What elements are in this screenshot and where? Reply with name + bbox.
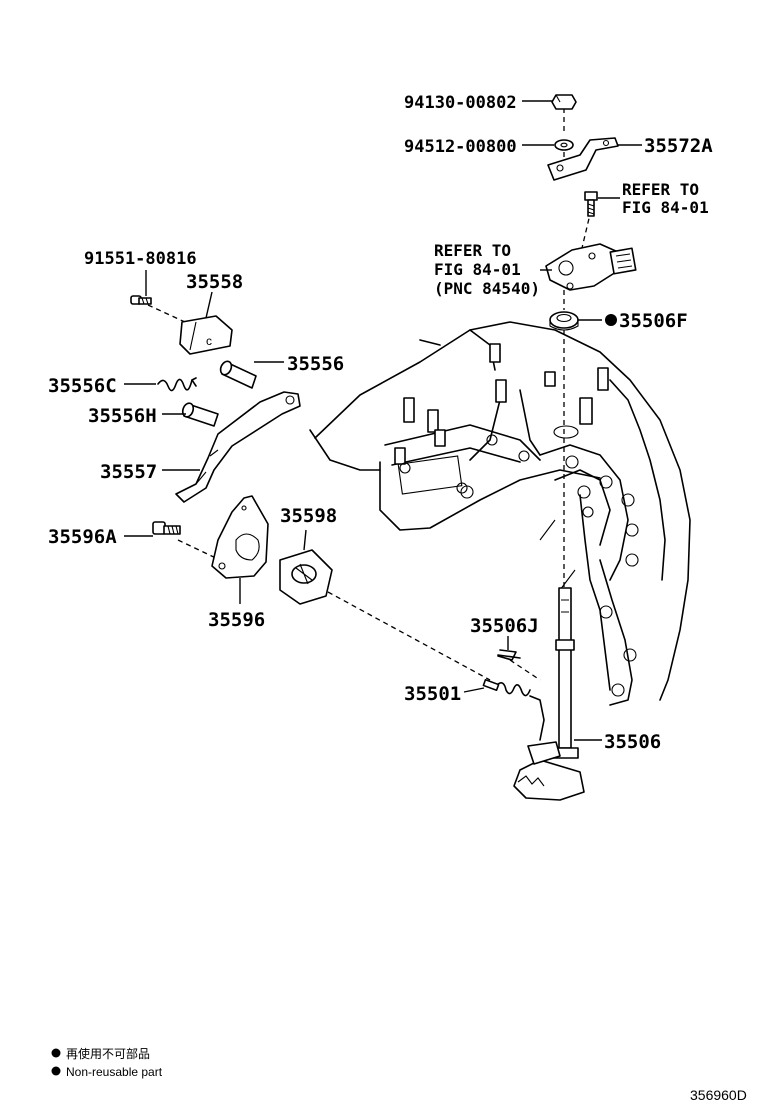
label-35556H: 35556H [88, 405, 157, 427]
non-reusable-mark-icon [605, 314, 617, 326]
label-fig-84-01-2: FIG 84-01 [434, 260, 521, 279]
label-35556: 35556 [287, 353, 344, 375]
spring-pin-35506J [497, 649, 521, 661]
detent-plate-35596 [211, 495, 269, 579]
bolt-91551-80816 [130, 295, 152, 305]
label-35501: 35501 [404, 683, 461, 705]
nut-94130-00802 [551, 94, 577, 110]
legend: 再使用不可部品 Non-reusable part [51, 1046, 163, 1079]
label-refer-to-1: REFER TO [622, 180, 699, 199]
shaft-35506 [513, 587, 585, 801]
lever-35572A [547, 137, 619, 181]
label-35557: 35557 [100, 461, 157, 483]
lever-35557 [175, 391, 301, 503]
legend-bullet-icon [51, 1048, 61, 1058]
label-35556C: 35556C [48, 375, 117, 397]
label-35596A: 35596A [48, 526, 117, 548]
legend-bullet-icon [51, 1066, 61, 1076]
label-35572A: 35572A [644, 135, 713, 157]
label-35598: 35598 [280, 505, 337, 527]
figure-number: 356960D [690, 1087, 747, 1103]
svg-text:c: c [206, 334, 212, 348]
label-35506: 35506 [604, 731, 661, 753]
collar-35598 [279, 549, 333, 605]
rod-35501 [482, 678, 545, 741]
label-fig-84-01-1: FIG 84-01 [622, 198, 709, 217]
leader-lines [124, 100, 642, 741]
label-94512-00800: 94512-00800 [404, 137, 517, 157]
cover-35558: c [179, 315, 233, 355]
label-35558: 35558 [186, 271, 243, 293]
label-35506J: 35506J [470, 615, 539, 637]
pin-35556H [181, 402, 219, 427]
neutral-start-switch [545, 243, 637, 291]
label-pnc-84540: (PNC 84540) [434, 279, 540, 298]
spring-35556C [157, 377, 197, 392]
assembly-axis-lines [147, 108, 592, 681]
label-94130-00802: 94130-00802 [404, 93, 517, 113]
part-labels: 94130-00802 94512-00800 35572A REFER TO … [48, 93, 713, 753]
label-35596: 35596 [208, 609, 265, 631]
label-refer-to-2: REFER TO [434, 241, 511, 260]
pin-35556 [219, 360, 257, 389]
transmission-case [309, 321, 691, 706]
label-35506F: 35506F [619, 310, 688, 332]
legend-jp-text: 再使用不可部品 [66, 1046, 150, 1061]
legend-en-text: Non-reusable part [66, 1065, 163, 1079]
label-91551-80816: 91551-80816 [84, 249, 197, 269]
oil-seal-35506F [549, 311, 579, 331]
bolt-35596A [152, 521, 181, 535]
washer-94512-00800 [554, 139, 574, 151]
bolt-refer-84-01 [584, 191, 598, 217]
